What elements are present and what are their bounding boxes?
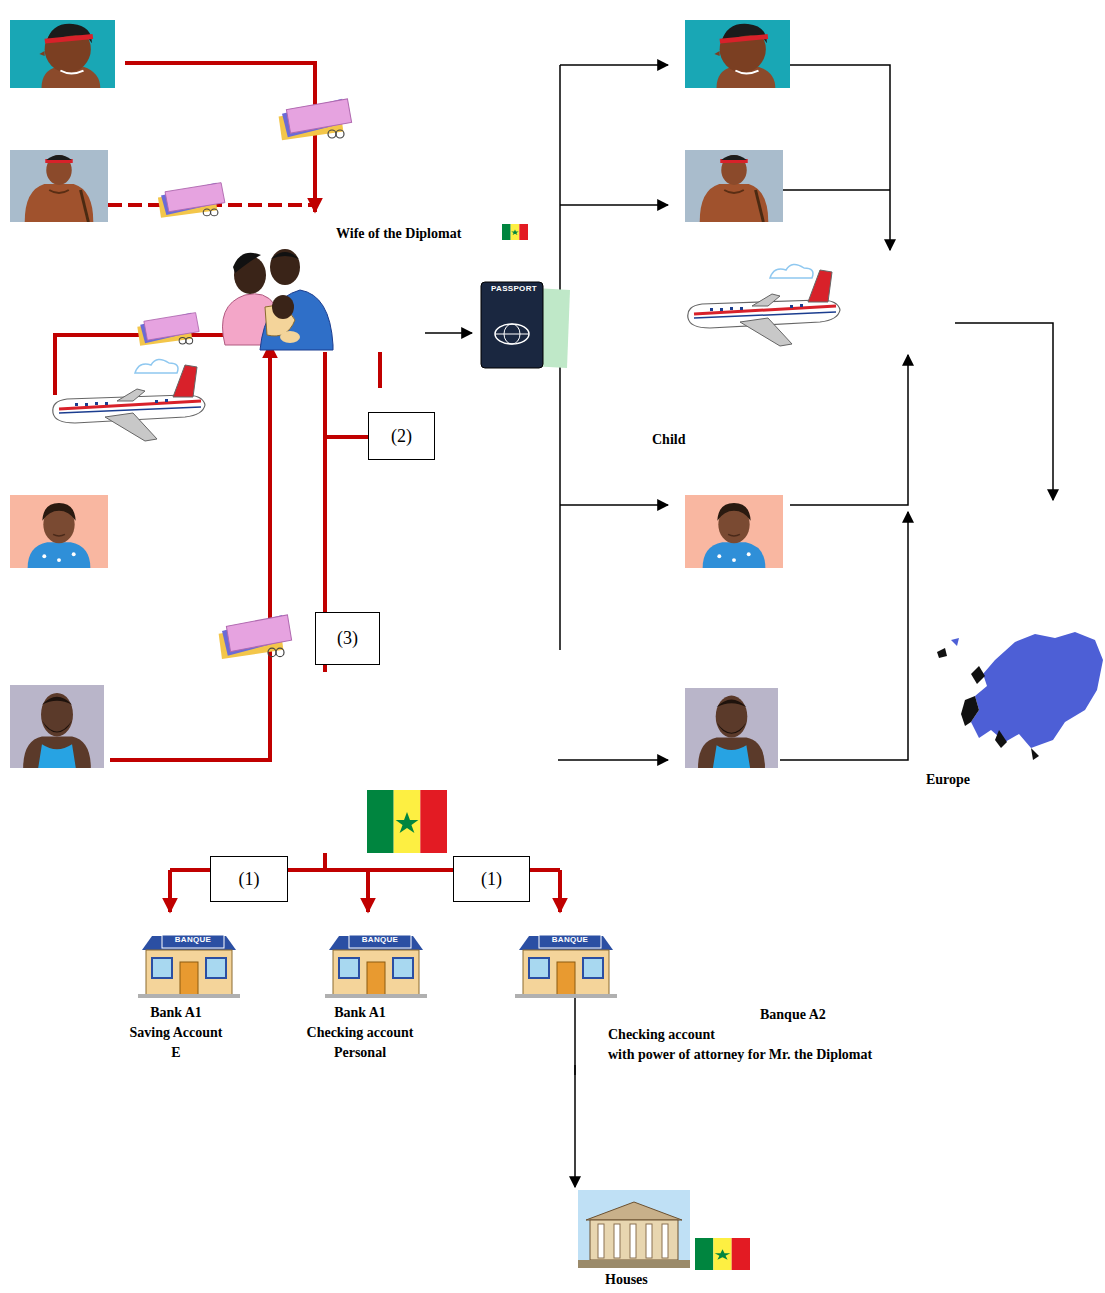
money-icon [219,615,292,659]
person-figure [10,685,104,768]
node-title: Bank A1 [120,1003,232,1023]
callout-number: (1) [453,856,530,902]
callout-number: (1) [210,856,288,902]
money-icon [279,99,352,140]
node-text: with power of attorney for Mr. the Diplo… [608,1045,967,1065]
node-text: E [120,1043,232,1063]
node-text: Checking account [280,1023,440,1043]
bank-sign: BANQUE [162,935,224,948]
node-title: Europe [926,770,977,790]
houses-node: Houses [565,1188,755,1290]
bank-sign: BANQUE [349,935,411,948]
node-title: Houses [605,1270,755,1290]
node-text: Checking account [608,1025,967,1045]
person-figure [685,495,783,568]
callout-number: (3) [315,612,380,665]
person-figure [10,20,115,88]
bank-account-node: Bank A1Checking accountPersonal [280,1003,440,1063]
money-icon [137,313,199,346]
europe-map [937,632,1103,760]
flow-arrow [574,1065,576,1187]
person-figure [10,150,108,222]
bank-sign: BANQUE [539,935,601,948]
figure-label: Child [652,432,685,448]
passport-text: PASSPORT [486,284,542,295]
bank-icon [515,935,617,998]
node-title: Bank A1 [280,1003,440,1023]
airplane-icon [53,359,205,441]
node-title: Wife of the Diplomat [336,224,468,244]
houses-picture [578,1190,690,1268]
bank-icon [138,935,240,998]
senegal-flag [695,1238,750,1270]
node-label: Wife of the Diplomat [336,224,468,244]
person-figure [685,20,790,88]
person-figure [10,495,108,568]
node-title: Banque A2 [760,1005,967,1025]
bank-account-node: Bank A1Saving AccountE [120,1003,232,1063]
passport-icon [481,282,570,368]
airplane-icon [688,264,840,346]
node-text: Personal [280,1043,440,1063]
family-figure [223,249,334,350]
callout-number: (2) [368,412,435,460]
senegal-flag [367,790,447,853]
region-label: Europe [926,770,977,790]
bank-account-node: Banque A2Checking accountwith power of a… [515,925,967,1065]
money-icon [158,183,225,218]
senegal-flag [502,224,528,240]
person-figure [685,688,778,768]
person-figure [685,150,783,222]
node-text: Saving Account [120,1023,232,1043]
bank-icon [325,935,427,998]
